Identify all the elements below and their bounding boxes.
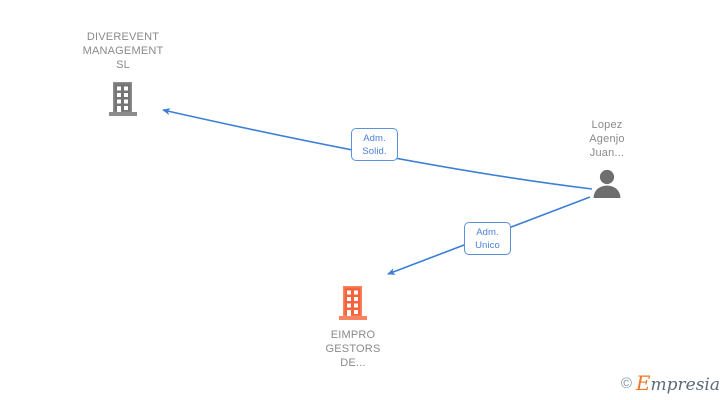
brand-initial: E [635,371,651,395]
node-diverevent-management-sl[interactable]: DIVEREVENT MANAGEMENT SL [68,30,178,118]
edge-label-adm-unico-line2: Unico [475,240,500,251]
watermark-empresia: © Empresia [621,373,720,394]
edge-label-adm-unico-line1: Adm. [476,227,499,238]
edge-label-adm-unico[interactable]: Adm. Unico [464,222,511,255]
brand-wordmark: Empresia [636,373,720,394]
building-icon [106,80,140,118]
edge-label-adm-solid-line1: Adm. [363,133,386,144]
brand-rest: mpresia [650,375,721,395]
edge-label-adm-solid-line2: Solid. [362,146,387,157]
person-icon [590,168,624,198]
node-label-eimpro: EIMPRO GESTORS DE... [325,329,381,369]
node-label-lopez-agenjo: Lopez Agenjo Juan... [589,119,625,159]
edge-label-adm-solid[interactable]: Adm. Solid. [351,128,398,161]
node-lopez-agenjo-juan[interactable]: Lopez Agenjo Juan... [552,118,662,198]
building-icon [336,284,370,322]
node-eimpro-gestors-de[interactable]: EIMPRO GESTORS DE... [298,284,408,370]
node-label-diverevent: DIVEREVENT MANAGEMENT SL [82,31,164,71]
copyright-icon: © [620,375,632,392]
edge-adm-solid-line [162,108,593,190]
